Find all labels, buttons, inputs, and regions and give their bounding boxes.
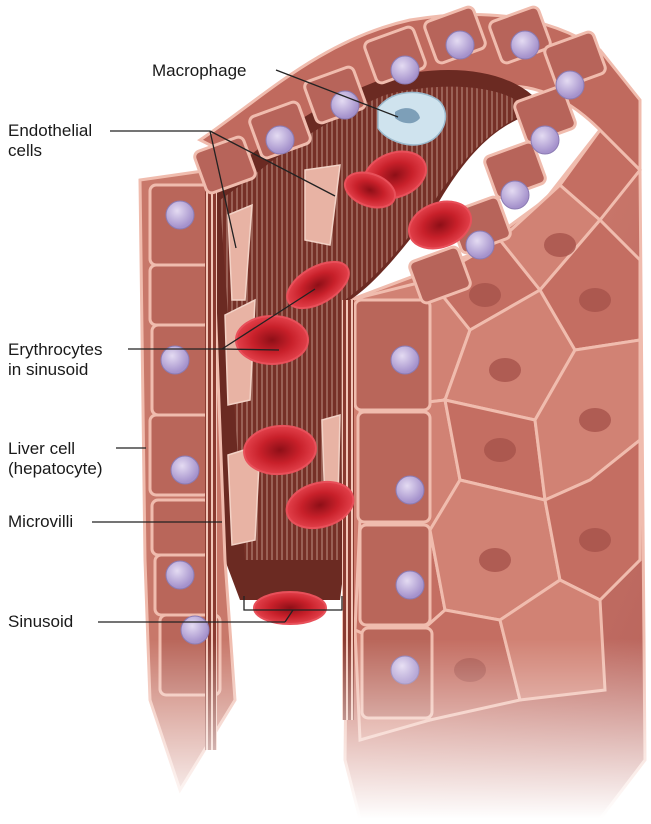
macrophage-label: Macrophage	[152, 61, 247, 81]
endothelial-cells-label: Endothelial cells	[8, 121, 92, 161]
microvilli-label: Microvilli	[8, 512, 73, 532]
sinusoid-label: Sinusoid	[8, 612, 73, 632]
erythrocytes-in-sinusoid-label: Erythrocytes in sinusoid	[8, 340, 102, 380]
liver-cell-label: Liver cell (hepatocyte)	[8, 439, 103, 479]
